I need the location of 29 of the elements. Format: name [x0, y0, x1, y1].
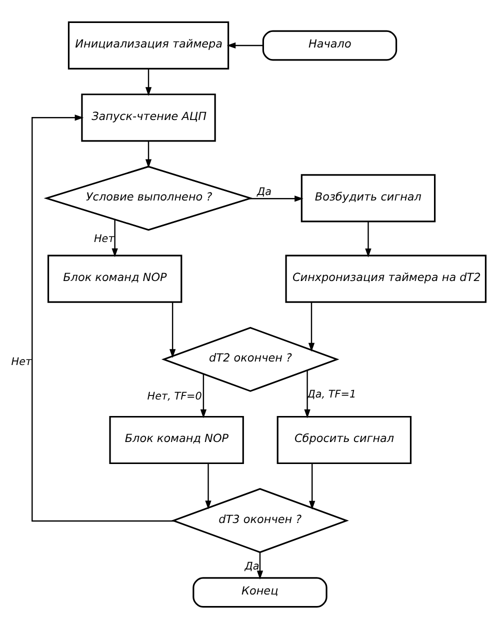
- arrow: [226, 42, 264, 48]
- arrow: [256, 552, 264, 580]
- arrow: [200, 374, 207, 418]
- arrow: [112, 219, 118, 257]
- node-box: Блок команд NOP: [47, 254, 182, 302]
- edge-label: Да: [244, 560, 260, 572]
- edge-label: Да: [257, 185, 272, 198]
- arrow: [308, 302, 315, 352]
- arrow: [169, 302, 176, 358]
- node-box: Инициализация таймера: [68, 20, 230, 70]
- node-box: Конец: [192, 576, 328, 608]
- node-box: Сбросить сигнал: [276, 415, 412, 464]
- node-box: Возбудить сигнал: [300, 174, 436, 222]
- arrow: [249, 195, 304, 202]
- arrow: [145, 140, 152, 168]
- node-diamond: dT3 окончен ?: [171, 488, 349, 553]
- node-box: Блок команд NOP: [109, 415, 244, 464]
- node-box: Начало: [262, 30, 398, 60]
- arrow: [145, 68, 152, 96]
- node-box: Синхронизация таймера на dT2: [285, 254, 487, 302]
- arrow: [365, 221, 372, 257]
- edge-label: Нет, TF=0: [147, 390, 202, 402]
- edge-label: Нет: [94, 232, 114, 244]
- arrow: [309, 462, 316, 510]
- node-box: Запуск-чтение АЦП: [81, 93, 216, 142]
- arrow: [205, 462, 212, 509]
- arrow: [32, 114, 174, 522]
- arrow: [304, 370, 310, 418]
- node-diamond: Условие выполнено ?: [44, 165, 254, 230]
